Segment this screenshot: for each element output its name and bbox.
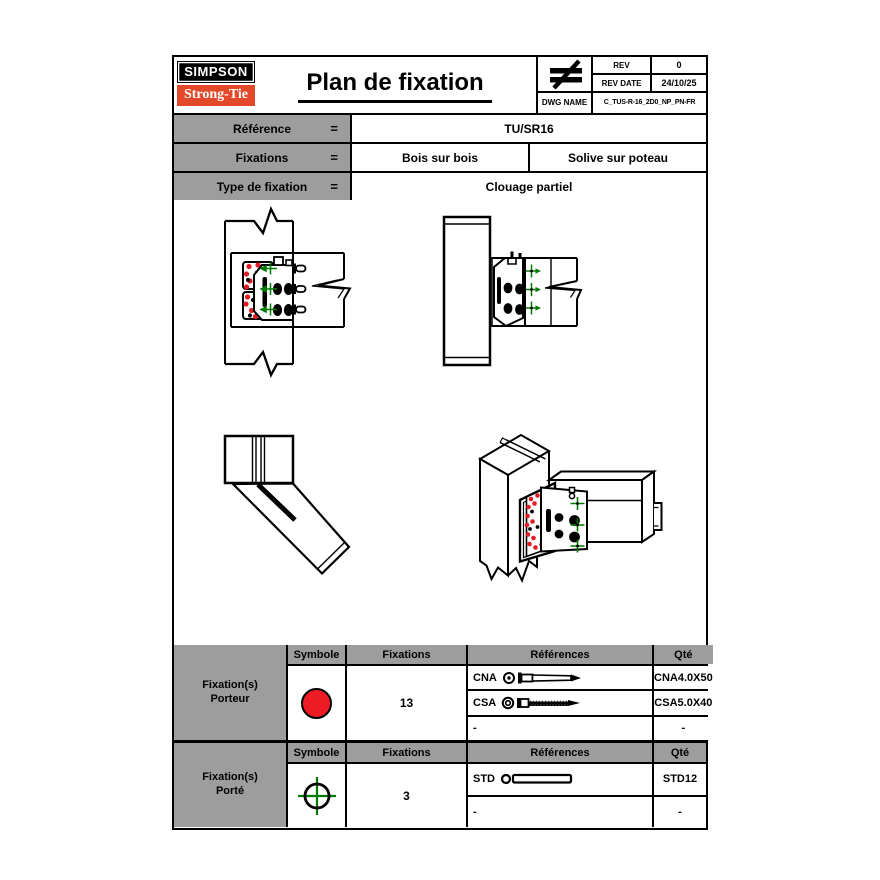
hanger-slot [262, 277, 267, 307]
green-fixation-markers [523, 264, 541, 315]
post [478, 433, 551, 584]
nail-icon [502, 671, 581, 684]
reference-csa: CSA5.0X40 [654, 691, 713, 715]
view-side-elevation [442, 215, 583, 367]
reference-cna: CNA4.0X50 [654, 666, 713, 690]
col-header-references: Références [468, 645, 652, 664]
rev-value: 0 [652, 57, 706, 73]
col-header-symbole: Symbole [288, 645, 345, 664]
fixation-row-csa: CSA [468, 691, 652, 715]
rev-date-value: 24/10/25 [652, 75, 706, 91]
green-fixation-markers [259, 262, 277, 316]
reference-empty: - [654, 796, 706, 827]
rev-label: REV [593, 57, 650, 73]
nail-hole-dots-black [528, 509, 540, 531]
page-title: Plan de fixation [298, 69, 492, 103]
dwg-name-label: DWG NAME [538, 93, 591, 113]
logo-simpson-text: SIMPSON [177, 61, 255, 83]
revision-block: REV 0 REV DATE 24/10/25 DWG NAME C_TUS-R… [536, 57, 706, 113]
reference-value: TU/SR16 [352, 115, 706, 142]
post [442, 215, 492, 367]
equals-sign: = [330, 121, 338, 136]
green-crosshair-symbol-icon [297, 776, 336, 815]
reference-label: Référence [232, 121, 292, 136]
hanger-edge [256, 482, 297, 522]
fixation-row-cna: CNA [468, 666, 652, 690]
nail-heads [503, 282, 524, 315]
page-title-wrap: Plan de fixation [266, 69, 524, 103]
screw-icon [502, 696, 581, 710]
porte-row-label: Fixation(s) Porté [174, 743, 286, 827]
col-header-fixations: Fixations [347, 645, 466, 664]
hanger [493, 251, 541, 328]
view-plan [223, 434, 351, 576]
view-isometric [478, 433, 663, 584]
fixation-table-porte: Fixation(s) Porté Symbole Fixations Réfé… [174, 743, 706, 827]
porteur-row-label: Fixation(s) Porteur [174, 645, 286, 740]
info-row-type: Type de fixation = Clouage partiel [174, 173, 706, 200]
dwg-name-value: C_TUS-R-16_2D0_NP_PN-FR [593, 93, 706, 113]
hanger-slot [546, 509, 551, 532]
nail-heads [272, 283, 294, 316]
fixation-table-porteur: Fixation(s) Porteur Symbole Fixations Ré… [174, 645, 713, 743]
equals-sign: = [330, 179, 338, 194]
col-header-fixations: Fixations [347, 743, 466, 762]
fixation-row-empty: - [468, 716, 652, 740]
info-table: Référence = TU/SR16 Fixations = Bois sur… [174, 115, 706, 202]
drawing-sheet: SIMPSON Strong-Tie Plan de fixation REV … [172, 55, 713, 830]
col-header-qte: Qté [654, 743, 706, 762]
fixations-label: Fixations [235, 150, 289, 165]
col-header-qte: Qté [654, 645, 713, 664]
joist [230, 482, 351, 576]
red-circle-symbol-icon [301, 687, 332, 719]
not-equal-icon [549, 59, 582, 89]
info-row-reference: Référence = TU/SR16 [174, 115, 706, 142]
fixations-value-1: Bois sur bois [352, 144, 528, 171]
break-symbol [317, 542, 345, 570]
col-header-symbole: Symbole [288, 743, 345, 762]
break-symbol [317, 278, 352, 300]
porteur-symbol-cell [288, 666, 345, 740]
fixation-row-std: STD [468, 764, 652, 795]
col-header-references: Références [468, 743, 652, 762]
drawing-area [174, 200, 706, 645]
projection-symbol-cell [538, 57, 591, 91]
hanger-slot [497, 277, 501, 304]
view-front-elevation [224, 206, 352, 378]
reference-std: STD12 [654, 764, 706, 795]
info-row-fixations: Fixations = Bois sur bois Solive sur pot… [174, 144, 706, 171]
nail-pins [292, 263, 307, 315]
porte-qty: 3 [347, 764, 466, 827]
type-fixation-label: Type de fixation [216, 179, 308, 194]
type-fixation-value: Clouage partiel [352, 173, 706, 200]
hanger [518, 481, 588, 564]
logo-strongtie-text: Strong-Tie [177, 85, 255, 106]
equals-sign: = [330, 150, 338, 165]
fixation-row-empty: - [468, 796, 652, 827]
porteur-qty: 13 [347, 666, 466, 740]
simpson-strongtie-logo: SIMPSON Strong-Tie [177, 61, 255, 106]
joist [230, 252, 352, 328]
post [223, 434, 295, 485]
rev-date-label: REV DATE [593, 75, 650, 91]
title-block: SIMPSON Strong-Tie Plan de fixation REV … [174, 57, 706, 115]
porte-symbol-cell [288, 764, 345, 827]
dowel-icon [500, 774, 573, 785]
green-fixation-markers [570, 497, 585, 553]
fixations-value-2: Solive sur poteau [530, 144, 706, 171]
break-symbol [654, 502, 663, 531]
hanger [242, 256, 307, 321]
reference-empty: - [654, 716, 713, 740]
